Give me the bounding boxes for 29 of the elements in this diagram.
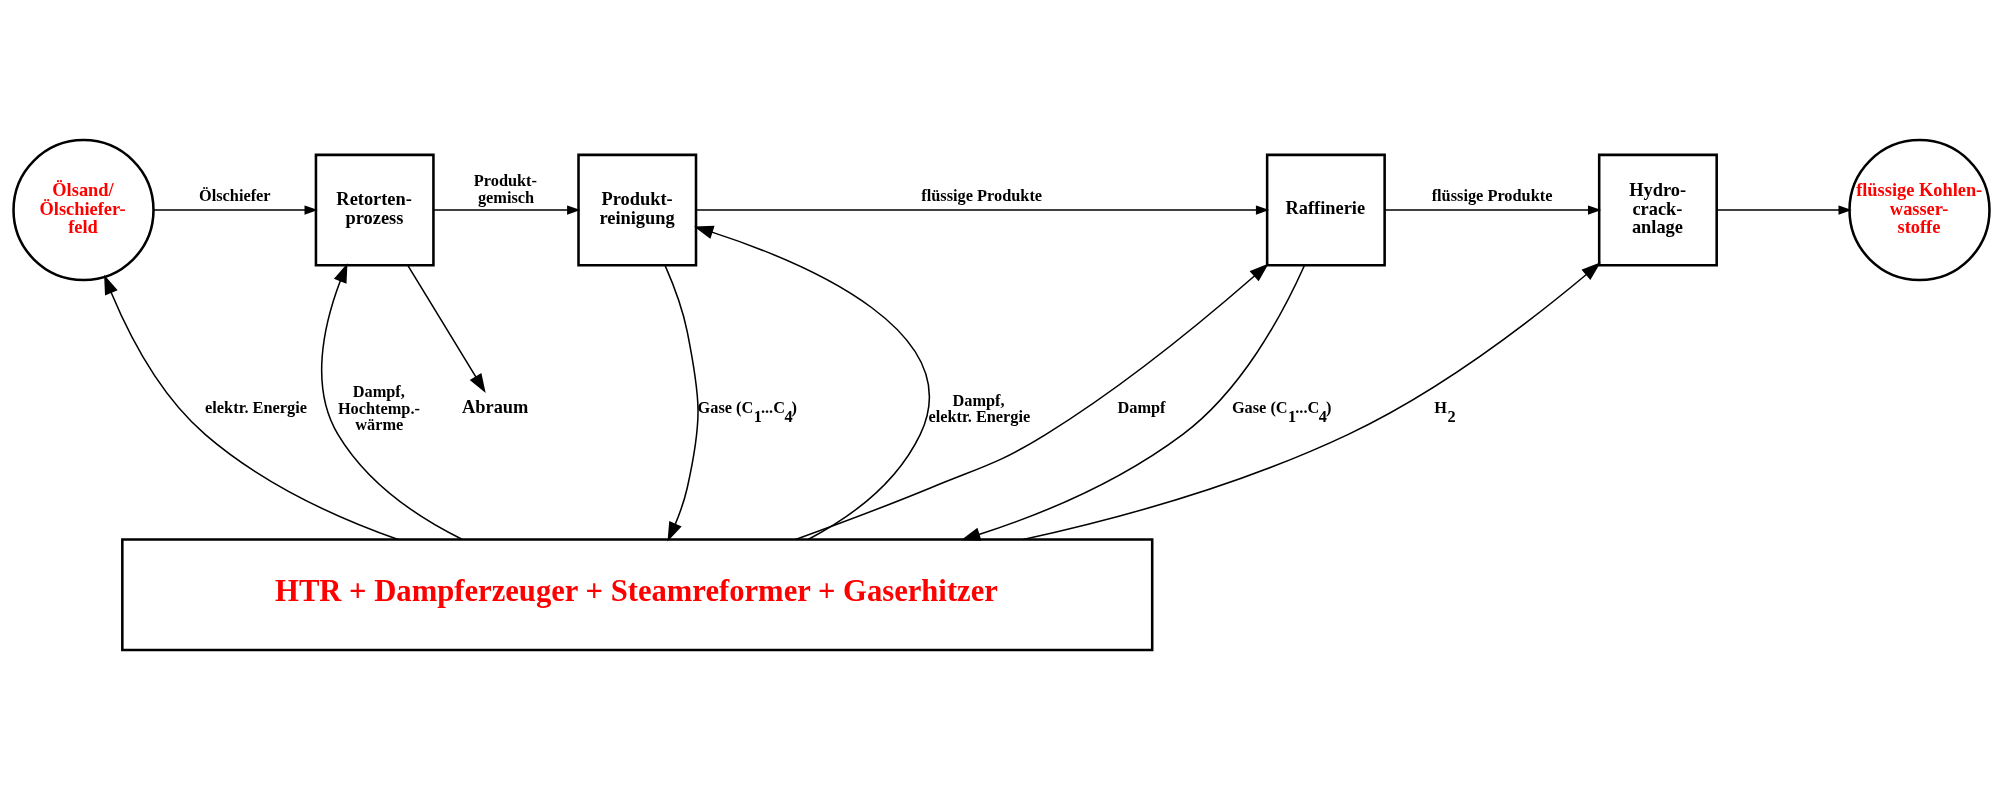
arrow (432, 205, 580, 215)
arrow (794, 263, 1269, 541)
arrow (960, 264, 1305, 541)
arrow (1383, 205, 1601, 215)
edge-label: Dampf, elektr. Energie (927, 390, 1030, 426)
edge-label: Dampf, Hochtemp.- wärme (337, 382, 420, 435)
arrow (663, 264, 699, 542)
node-box: Produkt- reinigung (576, 153, 697, 267)
arrow (1021, 262, 1601, 541)
arrow (695, 205, 1269, 215)
node-box: Raffinerie (1265, 153, 1386, 267)
edge-label: flüssige Produkte (1431, 185, 1552, 205)
arrow (406, 264, 486, 394)
edge-label: flüssige Produkte (920, 185, 1042, 205)
arrow (320, 263, 463, 541)
edge-label: Produkt- gemisch (473, 171, 537, 207)
node-box: Hydro- crack- anlage (1597, 153, 1718, 267)
arrow (103, 274, 399, 541)
arrow (693, 225, 929, 541)
edge-label: elektr. Energie (204, 397, 307, 417)
arrow (1715, 205, 1852, 215)
node-box: Retorten- prozess (314, 153, 435, 267)
node-circle: Ölsand/ Ölschiefer- feld (11, 138, 155, 282)
node-box: HTR + Dampferzeuger + Steamreformer + Gaserhitzer (120, 538, 1153, 652)
node-text: Abraum (461, 397, 528, 418)
arrow (152, 205, 318, 215)
edge-label: Ölschiefer (198, 185, 271, 205)
edge-label: Dampf (1116, 397, 1166, 417)
node-circle: flüssige Kohlen- wasser- stoffe (1847, 138, 1991, 282)
